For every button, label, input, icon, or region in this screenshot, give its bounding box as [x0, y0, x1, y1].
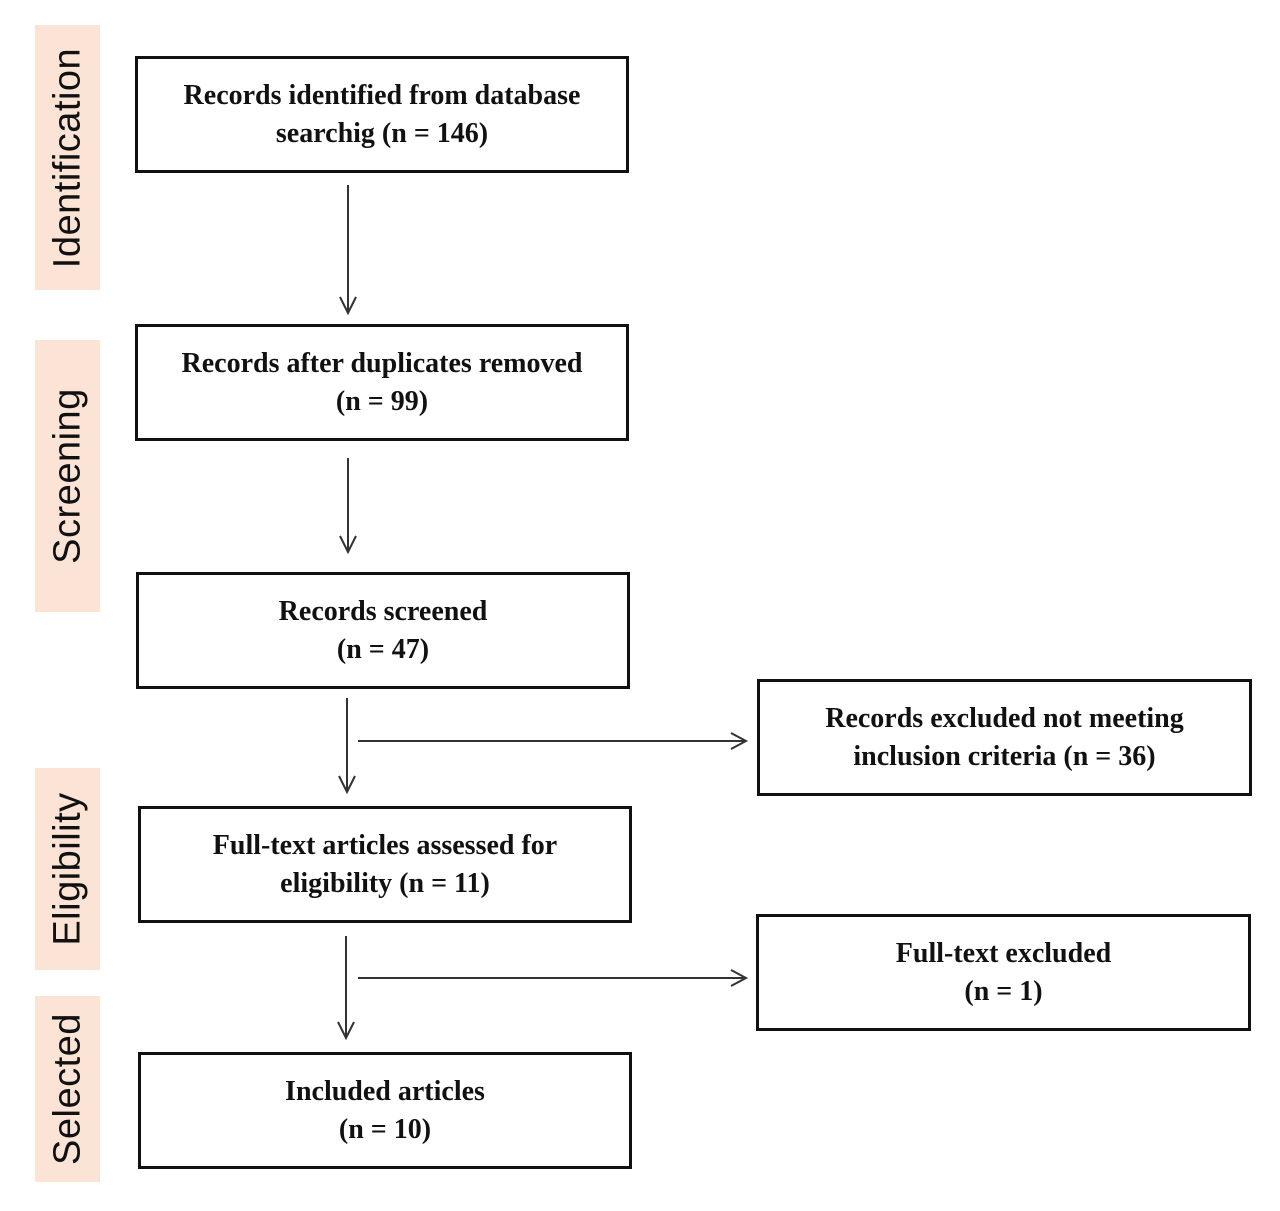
box-records-identified-line2: searchig (n = 146) [275, 117, 489, 149]
box-duplicates-removed: Records after duplicates removed (n = 99… [135, 324, 629, 441]
box-records-identified-line1: Records identified from database [183, 79, 581, 111]
box-included-articles-line1: Included articles [285, 1075, 485, 1107]
arrowhead-to-full-text-excluded [730, 969, 749, 987]
stage-identification: Identification [35, 25, 100, 290]
box-duplicates-removed-line2: (n = 99) [335, 385, 429, 417]
box-full-text-assessed: Full-text articles assessed for eligibil… [138, 806, 632, 923]
box-records-screened-line1: Records screened [278, 595, 488, 627]
box-records-identified: Records identified from database searchi… [135, 56, 629, 173]
box-records-screened-line2: (n = 47) [336, 633, 430, 665]
box-full-text-excluded-line1: Full-text excluded [895, 937, 1112, 969]
stage-selected: Selected [35, 996, 100, 1182]
box-included-articles-line2: (n = 10) [338, 1113, 432, 1145]
arrowhead-assessed-to-included [337, 1021, 355, 1041]
box-full-text-excluded-line2: (n = 1) [964, 975, 1043, 1007]
box-records-excluded: Records excluded not meeting inclusion c… [757, 679, 1252, 796]
box-records-excluded-line1: Records excluded not meeting [825, 702, 1184, 734]
arrowhead-to-records-excluded [730, 732, 749, 750]
stage-screening: Screening [35, 340, 100, 612]
box-records-screened: Records screened (n = 47) [136, 572, 630, 689]
arrowhead-duplicates-to-screened [339, 535, 357, 555]
box-records-excluded-line2: inclusion criteria (n = 36) [853, 740, 1156, 772]
box-full-text-assessed-line2: eligibility (n = 11) [280, 867, 490, 899]
arrowhead-screened-to-assessed [338, 775, 356, 795]
box-full-text-assessed-line1: Full-text articles assessed for [212, 829, 558, 861]
arrowhead-identified-to-duplicates [339, 296, 357, 316]
box-duplicates-removed-line1: Records after duplicates removed [181, 347, 583, 379]
stage-eligibility: Eligibility [35, 768, 100, 970]
box-included-articles: Included articles (n = 10) [138, 1052, 632, 1169]
box-full-text-excluded: Full-text excluded (n = 1) [756, 914, 1251, 1031]
